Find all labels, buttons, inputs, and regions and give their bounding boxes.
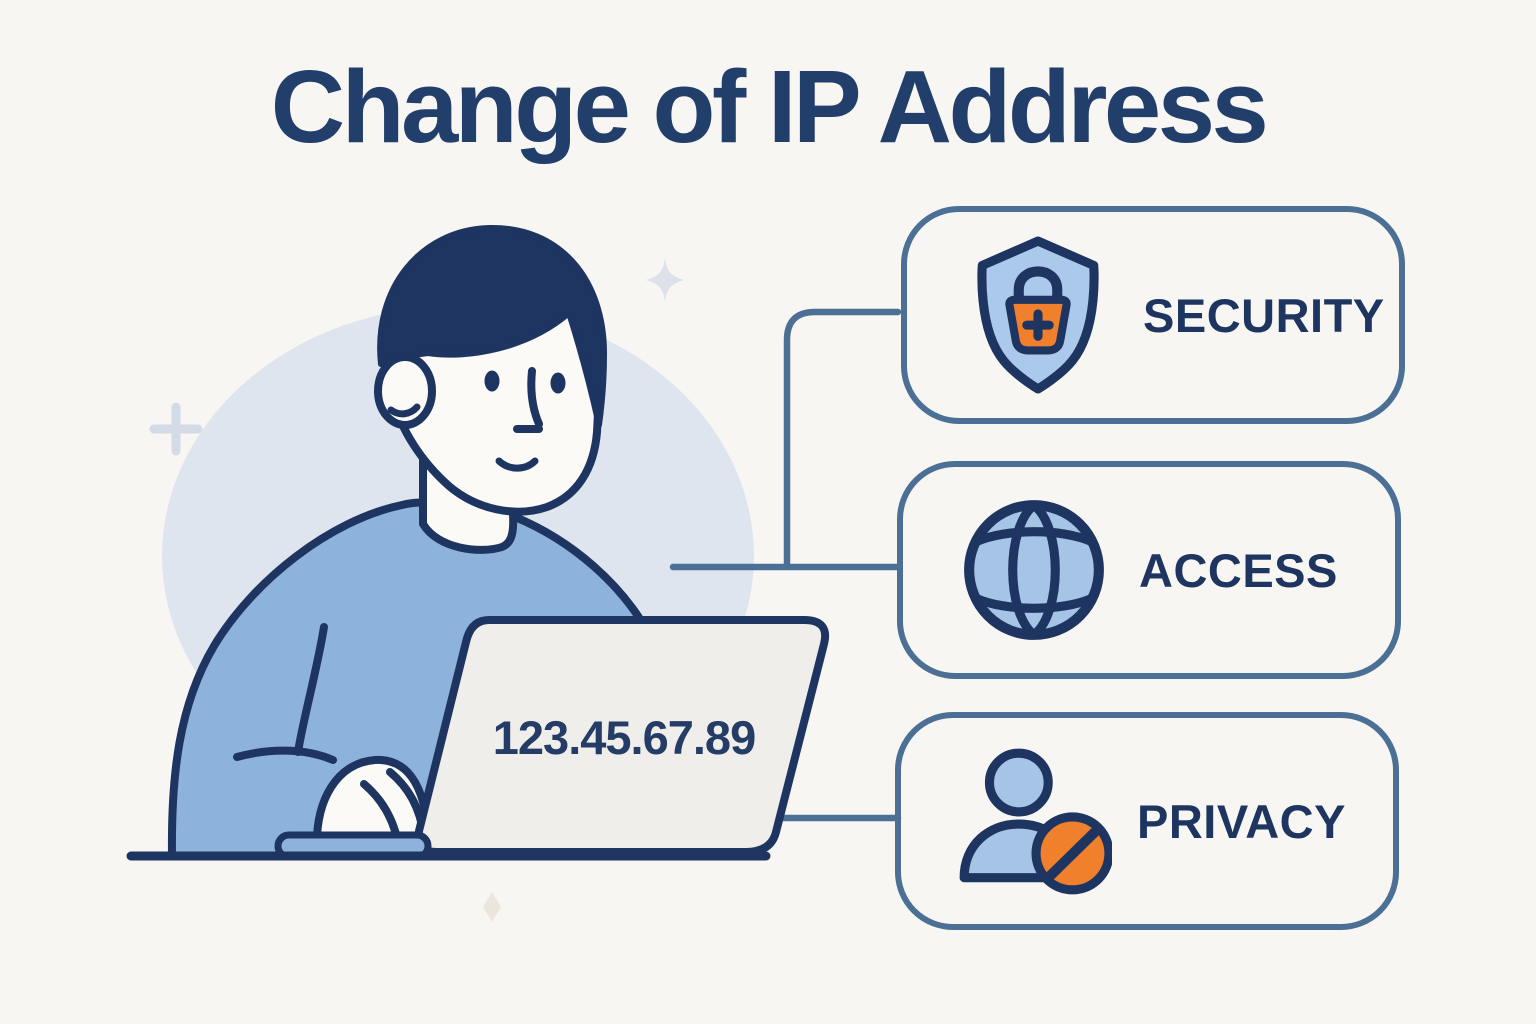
right-eye <box>550 372 566 394</box>
benefit-box-privacy: PRIVACY <box>895 712 1399 930</box>
benefit-label: PRIVACY <box>1137 794 1346 848</box>
star-sparkle-icon <box>646 258 684 302</box>
benefit-label: SECURITY <box>1143 288 1385 342</box>
mouth <box>495 457 539 472</box>
arm-seam-line <box>294 623 328 756</box>
person-illustration <box>167 224 675 860</box>
benefit-label: ACCESS <box>1139 543 1338 597</box>
diamond-sparkle-icon <box>483 892 501 922</box>
page-title: Change of IP Address <box>270 49 1269 164</box>
hair <box>377 224 608 428</box>
plus-sparkle-icon <box>149 402 203 456</box>
left-eye <box>484 370 500 392</box>
benefit-box-security: SECURITY <box>901 206 1405 424</box>
benefit-box-access: ACCESS <box>897 461 1401 679</box>
connector-lines <box>669 308 902 822</box>
ip-address-text: 123.45.67.89 <box>492 711 756 764</box>
user-blocked-icon <box>951 740 1113 902</box>
sleeve-cuff-line <box>233 746 337 764</box>
nose <box>513 367 543 433</box>
globe-icon <box>953 489 1115 651</box>
connector-security <box>783 308 902 570</box>
shield-lock-icon <box>957 234 1119 396</box>
ear-inner-line <box>387 403 421 418</box>
